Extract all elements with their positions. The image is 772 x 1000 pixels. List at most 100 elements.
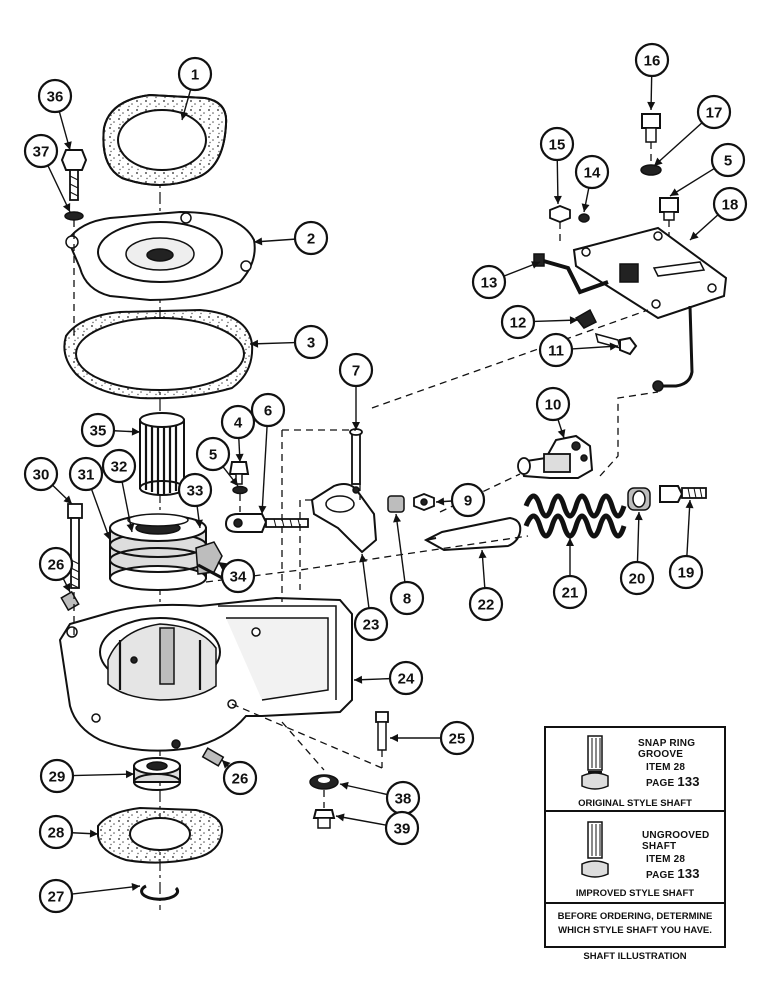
callout-circle	[80, 412, 116, 448]
callout-number: 19	[678, 565, 695, 582]
callout-circle	[388, 660, 424, 696]
callout-leader	[261, 425, 268, 515]
ordering-note: BEFORE ORDERING, DETERMINE WHICH STYLE S…	[546, 910, 724, 938]
callout-32: 32	[101, 448, 137, 484]
callout-circle	[195, 436, 231, 472]
bottom-gasket-icon	[97, 806, 224, 864]
callout-arrowhead	[390, 734, 398, 742]
callout-leader	[653, 122, 703, 167]
callout-number: 17	[706, 105, 723, 122]
callout-circle	[538, 332, 574, 368]
callout-number: 33	[187, 483, 204, 500]
callout-number: 9	[464, 493, 472, 510]
improved-style-shaft-caption: IMPROVED STYLE SHAFT	[575, 888, 695, 899]
callout-11: 11	[538, 332, 574, 368]
item-ref-2: ITEM 28	[646, 854, 686, 865]
callout-arrowhead	[685, 500, 694, 509]
clevis-rod-icon	[224, 513, 309, 533]
callout-arrowhead	[194, 519, 203, 528]
callout-circle	[293, 220, 329, 256]
callout-number: 2	[307, 231, 315, 248]
callout-circle	[37, 78, 73, 114]
callout-number: 31	[78, 467, 95, 484]
spring-icon	[523, 493, 627, 539]
callout-arrowhead	[103, 531, 112, 540]
callout-number: 13	[481, 275, 498, 292]
callout-arrowhead	[62, 203, 71, 212]
callout-19: 19	[668, 554, 704, 590]
fitting-icon	[60, 590, 80, 612]
callout-circle	[220, 558, 256, 594]
valve-icon	[517, 434, 594, 479]
callout-circle	[353, 606, 389, 642]
original-style-shaft-panel: SNAP RING GROOVE ITEM 28 PAGE 133 ORIGIN…	[546, 728, 724, 812]
callout-arrowhead	[354, 675, 363, 684]
callout-number: 30	[33, 467, 50, 484]
adjusting-screw-icon	[659, 485, 707, 503]
callout-number: 10	[545, 397, 562, 414]
callout-circle	[39, 758, 75, 794]
callout-leader	[121, 481, 133, 533]
callout-arrowhead	[258, 505, 267, 514]
callout-39: 39	[384, 810, 420, 846]
callout-circle	[177, 472, 213, 508]
callout-number: 25	[449, 731, 466, 748]
callout-16: 16	[634, 42, 670, 78]
callout-13: 13	[471, 264, 507, 300]
ungrooved-shaft-label: UNGROOVED SHAFT	[642, 830, 709, 852]
callout-circle	[574, 154, 610, 190]
callout-arrowhead	[89, 829, 98, 838]
callout-number: 39	[394, 821, 411, 838]
callout-circle	[250, 392, 286, 428]
callout-number: 8	[403, 591, 411, 608]
callout-number: 23	[363, 617, 380, 634]
callout-number: 34	[230, 569, 247, 586]
callout-leader	[335, 815, 387, 826]
note-line-1: BEFORE ORDERING, DETERMINE	[557, 911, 713, 922]
callout-number: 26	[232, 771, 249, 788]
callout-circle	[38, 546, 74, 582]
callout-circle	[68, 456, 104, 492]
callout-arrowhead	[393, 514, 402, 523]
callout-29: 29	[39, 758, 75, 794]
callout-20: 20	[619, 560, 655, 596]
fitting-lower-icon	[201, 747, 225, 767]
callout-circle	[220, 404, 256, 440]
callout-circle	[634, 42, 670, 78]
original-style-shaft-caption: ORIGINAL STYLE SHAFT	[578, 798, 692, 809]
brake-disc-stack-icon	[109, 513, 227, 591]
callout-circle	[101, 448, 137, 484]
callout-circle	[710, 142, 746, 178]
callout-35: 35	[80, 412, 116, 448]
callout-23: 23	[353, 606, 389, 642]
callout-arrowhead	[336, 813, 345, 822]
callout-number: 16	[644, 53, 661, 70]
bushing-icon	[387, 495, 405, 513]
callout-number: 12	[510, 315, 527, 332]
callout-8: 8	[389, 580, 425, 616]
callout-circle	[696, 94, 732, 130]
callout-number: 37	[33, 144, 50, 161]
callout-circle	[668, 554, 704, 590]
callout-arrowhead	[436, 497, 445, 506]
callout-number: 29	[49, 769, 66, 786]
callout-12: 12	[500, 304, 536, 340]
callout-9: 9	[450, 482, 486, 518]
callout-leader	[669, 167, 715, 197]
callout-number: 7	[352, 363, 360, 380]
assembly-lines	[73, 142, 670, 808]
small-bolt-icon	[228, 461, 250, 495]
callout-leader	[72, 773, 135, 777]
callout-number: 22	[478, 597, 495, 614]
callout-circle	[468, 586, 504, 622]
callout-38: 38	[385, 780, 421, 816]
callout-arrowhead	[569, 316, 578, 325]
callout-number: 15	[549, 137, 566, 154]
callout-leader	[71, 885, 141, 895]
callout-7: 7	[338, 352, 374, 388]
callout-34: 34	[220, 558, 256, 594]
spacer-icon	[627, 487, 651, 511]
callout-circle	[450, 482, 486, 518]
plunger-icon	[423, 516, 522, 552]
tube-icon	[533, 253, 609, 295]
